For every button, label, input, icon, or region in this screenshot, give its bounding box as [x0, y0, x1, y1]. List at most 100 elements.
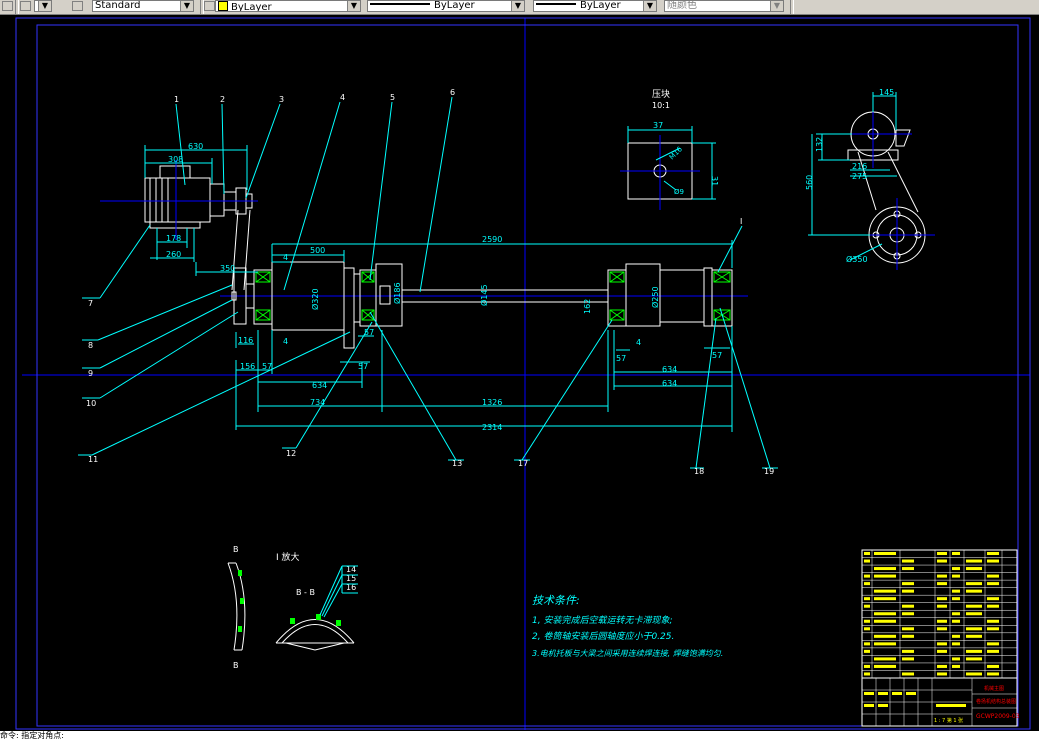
dim-4-b: 4 [283, 337, 288, 346]
dim-4-a: 4 [283, 253, 288, 262]
parts-cell-text [987, 582, 999, 586]
section-bb-title: B - B [296, 588, 315, 597]
dim-style-icon[interactable] [72, 1, 83, 11]
section-bb-bolts [290, 614, 341, 626]
balloon-2: 2 [220, 95, 225, 104]
parts-cell-text [987, 642, 999, 646]
parts-cell-text [966, 559, 982, 563]
plotstyle-value: 随颜色 [667, 0, 697, 11]
balloon-9: 9 [88, 369, 93, 378]
parts-cell-text [952, 642, 960, 646]
dimension-texts: 630 308 178 260 350 500 2590 4 4 4 Ø320 … [166, 142, 722, 432]
parts-cell-text [874, 567, 896, 571]
title-block: 机械主图 卷扬机结构总装图 GCWP2009-03 1 : 7 第 1 张 [861, 677, 1020, 727]
parts-cell-text [902, 567, 914, 571]
parts-cell-text [937, 649, 947, 653]
dim-634-b: 634 [662, 365, 677, 374]
title-red-1: 机械主图 [984, 685, 1004, 692]
parts-cell-text [874, 597, 896, 601]
parts-cell-text [902, 612, 914, 616]
detail-I-label: I [740, 217, 742, 226]
right-inner-bearing [607, 269, 627, 327]
section-b-top: B [233, 545, 239, 554]
parts-cell-text [874, 619, 896, 623]
tech-notes-title: 技术条件: [532, 594, 580, 607]
dim-37: 37 [653, 121, 663, 130]
command-line[interactable]: 命令: 指定对角点: [0, 731, 1039, 740]
lineweight-sample [536, 3, 576, 5]
right-outer-bearing [703, 267, 733, 327]
parts-cell-text [966, 589, 982, 593]
dim-156: 156 [240, 362, 255, 371]
dim-phi320: Ø320 [310, 288, 320, 310]
dim-57-b: 57 [358, 362, 368, 371]
parts-cell-text [952, 664, 960, 668]
balloon-16: 16 [346, 583, 356, 592]
balloon-6: 6 [450, 88, 455, 97]
chevron-down-icon: ▼ [770, 1, 783, 11]
title-scale: 1 : 7 第 1 张 [934, 717, 963, 724]
parts-cell-text [902, 627, 914, 631]
parts-cell-text [952, 552, 960, 555]
parts-cell-text [937, 672, 947, 676]
dim-634-a: 634 [312, 381, 327, 390]
dim-350: 350 [220, 264, 235, 273]
tech-note-1: 1, 安装完成后空载运转无卡滞现象; [532, 615, 672, 626]
parts-cell-text [952, 567, 960, 571]
parts-cell-text [864, 574, 870, 578]
parts-cell-text [864, 552, 870, 555]
dim-216: 216 [852, 162, 867, 171]
parts-cell-text [937, 604, 947, 608]
color-value: ByLayer [231, 2, 272, 12]
title-red-2: 卷扬机结构总装图 [976, 698, 1016, 705]
middle-bearing [359, 263, 403, 327]
parts-cell-text [902, 634, 914, 638]
parts-cell-text [966, 604, 982, 608]
color-combo[interactable]: ByLayer▼ [215, 0, 361, 12]
side-view-dims [808, 92, 897, 261]
dim-630: 630 [188, 142, 203, 151]
drawing-canvas[interactable]: 630 308 178 260 350 500 2590 4 4 4 Ø320 … [0, 14, 1039, 731]
text-style-combo[interactable]: Standard▼ [92, 0, 194, 12]
parts-cell-text [966, 649, 982, 653]
small-combo[interactable]: ▼ [34, 0, 52, 12]
command-line-text: 命令: 指定对角点: [0, 731, 64, 740]
dim-2314: 2314 [482, 423, 502, 432]
dim-2590: 2590 [482, 235, 502, 244]
parts-cell-text [966, 657, 982, 661]
text-style-icon[interactable] [2, 1, 13, 11]
balloon-1: 1 [174, 95, 179, 104]
parts-cell-text [937, 597, 947, 601]
linetype-combo[interactable]: ByLayer▼ [367, 0, 525, 12]
section-b-view [227, 562, 246, 651]
parts-cell-text [874, 634, 896, 638]
parts-cell-text [987, 552, 999, 555]
detail-I-title: I 放大 [276, 551, 300, 563]
dim-116: 116 [238, 336, 253, 345]
text-style-value: Standard [95, 0, 141, 11]
balloon-leaders [78, 96, 778, 469]
plotstyle-combo[interactable]: 随颜色 ▼ [664, 0, 784, 12]
parts-cell-text [864, 672, 870, 676]
parts-cell-text [874, 574, 896, 578]
parts-cell-text [966, 582, 982, 586]
balloon-11: 11 [88, 455, 98, 464]
parts-cell-text [902, 649, 914, 653]
parts-cell-text [952, 589, 960, 593]
dim-145: 145 [879, 88, 894, 97]
parts-cell-text [874, 589, 896, 593]
parts-cell-text [952, 612, 960, 616]
balloon-17: 17 [518, 459, 528, 468]
side-view [847, 111, 926, 264]
toolbar-separator [200, 0, 204, 14]
lineweight-combo[interactable]: ByLayer▼ [533, 0, 657, 12]
color-control-icon[interactable] [204, 1, 215, 11]
parts-cell-text [937, 559, 947, 563]
dim-phi350: Ø350 [846, 254, 868, 264]
dim-57-d: 57 [616, 354, 626, 363]
lineweight-value: ByLayer [580, 0, 621, 11]
parts-cell-text [987, 574, 999, 578]
parts-cell-text [937, 642, 947, 646]
layer-icon[interactable] [20, 1, 31, 11]
parts-cell-text [937, 664, 947, 668]
